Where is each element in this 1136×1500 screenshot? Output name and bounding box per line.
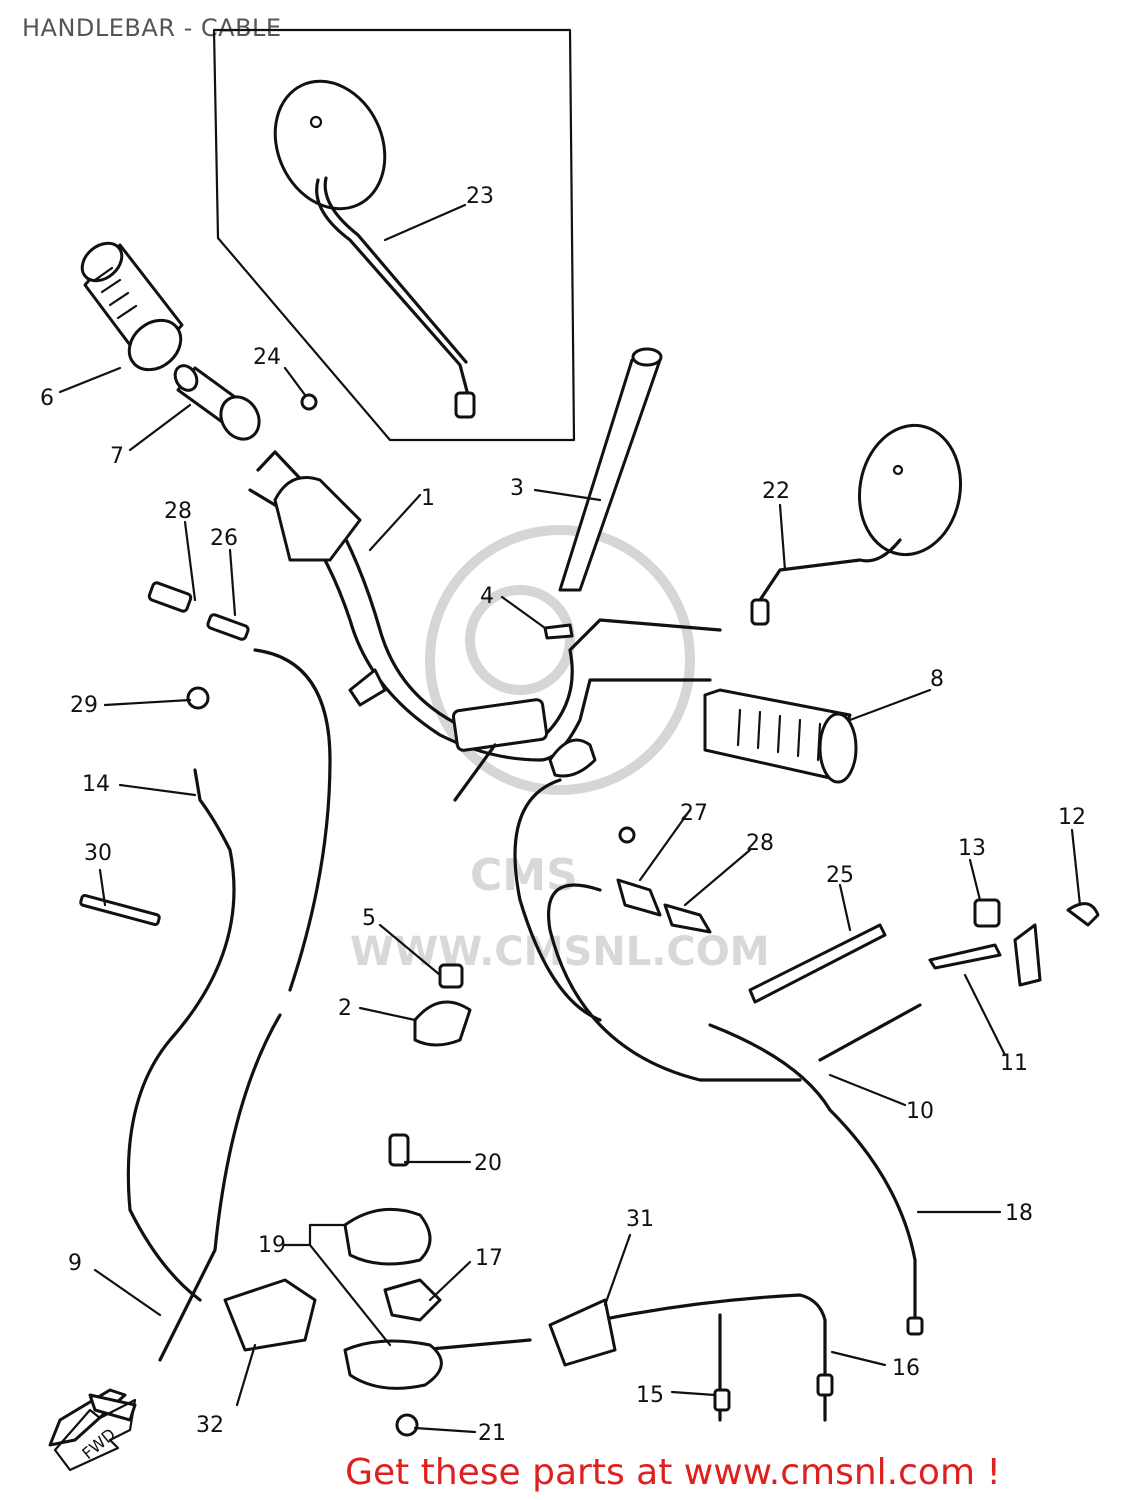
- throttle-tube: [558, 347, 663, 592]
- callout-10: 10: [906, 1099, 934, 1124]
- callout-22: 22: [762, 479, 790, 504]
- callout-6: 6: [40, 386, 54, 411]
- watermark-brand: CMS: [470, 850, 578, 901]
- cables: [126, 648, 922, 1422]
- callout-16: 16: [892, 1356, 920, 1381]
- callout-19: 19: [258, 1233, 286, 1258]
- inset-box: [212, 28, 576, 442]
- left-grip: [80, 241, 184, 372]
- callout-30: 30: [84, 841, 112, 866]
- callout-27: 27: [680, 801, 708, 826]
- callout-11: 11: [1000, 1051, 1028, 1076]
- mirror-left: [273, 79, 476, 419]
- callout-26: 26: [210, 526, 238, 551]
- callout-31: 31: [626, 1207, 654, 1232]
- callout-28-left: 28: [164, 499, 192, 524]
- callout-18: 18: [1005, 1201, 1033, 1226]
- callout-29: 29: [70, 693, 98, 718]
- callout-8: 8: [930, 667, 944, 692]
- callout-12: 12: [1058, 805, 1086, 830]
- callout-2: 2: [338, 996, 352, 1021]
- callout-1: 1: [421, 486, 435, 511]
- throttle-grip: [173, 364, 261, 441]
- callout-15: 15: [636, 1383, 664, 1408]
- small-parts: [48, 393, 1100, 1447]
- callout-20: 20: [474, 1151, 502, 1176]
- callout-14: 14: [82, 772, 110, 797]
- callout-24: 24: [253, 345, 281, 370]
- leader-lines: [58, 203, 1082, 1434]
- parts-banner: Get these parts at www.cmsnl.com !: [0, 1452, 1136, 1493]
- callout-23: 23: [466, 184, 494, 209]
- callout-7: 7: [110, 444, 124, 469]
- parts-banner-text[interactable]: Get these parts at www.cmsnl.com !: [345, 1452, 1001, 1493]
- callout-25: 25: [826, 863, 854, 888]
- callout-4: 4: [480, 584, 494, 609]
- watermark-url: WWW.CMSNL.COM: [350, 929, 770, 975]
- callout-32: 32: [196, 1413, 224, 1438]
- watermark: CMS WWW.CMSNL.COM: [350, 525, 770, 975]
- callout-28-right: 28: [746, 831, 774, 856]
- callout-9: 9: [68, 1251, 82, 1276]
- callout-13: 13: [958, 836, 986, 861]
- handlebar: [248, 450, 722, 778]
- callout-labels: 1 2 3 4 5 6 7 8 9 10 11 12 13 14 15 16 1…: [40, 184, 1086, 1446]
- mirror-right: [750, 423, 963, 626]
- callout-3: 3: [510, 476, 524, 501]
- right-grip: [703, 688, 858, 784]
- callout-21: 21: [478, 1421, 506, 1446]
- callout-5: 5: [362, 906, 376, 931]
- page-title: HANDLEBAR - CABLE: [22, 14, 282, 42]
- callout-17: 17: [475, 1246, 503, 1271]
